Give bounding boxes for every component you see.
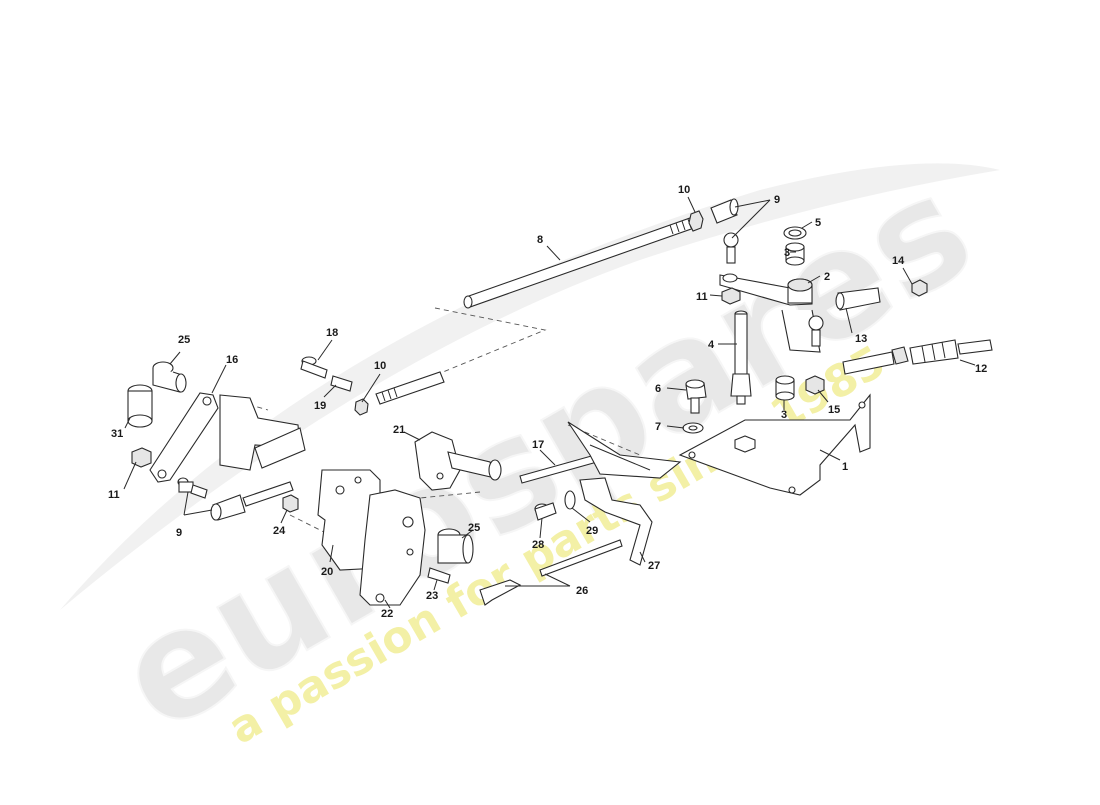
part-11-nut-upper: [721, 287, 741, 305]
callout-23: 23: [426, 590, 438, 602]
part-15-nut: [805, 375, 825, 395]
part-25-bush-left: [152, 361, 187, 393]
callout-25-left: 25: [178, 334, 190, 346]
part-22-plate: [359, 489, 426, 606]
part-3-bush-top: [785, 242, 805, 266]
callout-5: 5: [815, 217, 821, 229]
callout-26: 26: [576, 585, 588, 597]
callout-31: 31: [111, 428, 123, 440]
callout-21: 21: [393, 424, 405, 436]
part-1-base-plate: [678, 393, 871, 496]
part-11-nut-left: [131, 447, 152, 468]
callout-20: 20: [321, 566, 333, 578]
callout-6: 6: [655, 383, 661, 395]
part-29-washer: [564, 490, 576, 510]
callout-10-mid: 10: [374, 360, 386, 372]
part-13-adjuster: [835, 287, 881, 311]
callout-17: 17: [532, 439, 544, 451]
watermark: eurospares a passion for parts since 198…: [60, 140, 1000, 767]
part-9-ball-joint-a: [723, 232, 739, 264]
part-14-nut: [911, 279, 928, 297]
part-12-cable: [842, 339, 993, 375]
callout-9-top: 9: [774, 194, 780, 206]
callout-labels: 1 2 3 3 4 5 6 7 8 9 9 10 10 11 11 12 13 …: [108, 184, 987, 620]
part-27-bracket: [579, 477, 653, 566]
callout-12: 12: [975, 363, 987, 375]
callout-11-left: 11: [108, 489, 120, 501]
part-9-sleeve-left: [210, 481, 294, 521]
part-9-ball-joint-c: [177, 477, 208, 499]
part-3-bush-lower: [775, 375, 795, 401]
part-10-nut-mid: [354, 398, 369, 416]
callout-10-top: 10: [678, 184, 690, 196]
callout-9-left: 9: [176, 527, 182, 539]
callout-16: 16: [226, 354, 238, 366]
part-16-link: [149, 392, 219, 483]
callout-25-right: 25: [468, 522, 480, 534]
part-21-bracket: [414, 431, 502, 491]
leader-lines: [123, 196, 976, 609]
part-23-bolt: [427, 567, 451, 584]
part-28-bolt: [534, 502, 557, 521]
part-4-stud: [730, 310, 752, 405]
callout-7: 7: [655, 421, 661, 433]
callout-27: 27: [648, 560, 660, 572]
callout-1: 1: [842, 461, 848, 473]
part-9-sleeve-top: [710, 198, 739, 224]
callout-8: 8: [537, 234, 543, 246]
part-rod-short: [375, 371, 445, 405]
part-10-nut-top: [688, 210, 704, 232]
callout-3-top: 3: [784, 247, 790, 259]
callout-3-lower: 3: [781, 409, 787, 421]
callout-13: 13: [855, 333, 867, 345]
callout-2: 2: [824, 271, 830, 283]
part-19-bolt: [330, 375, 353, 392]
part-6-bolt: [685, 379, 707, 414]
part-7-washer: [682, 422, 704, 434]
part-31-bush: [127, 384, 153, 428]
part-25-bush-right: [437, 528, 474, 564]
callout-4: 4: [708, 339, 715, 351]
cross-shaft-bracket: [219, 394, 306, 471]
callout-24: 24: [273, 525, 286, 537]
callout-22: 22: [381, 608, 393, 620]
part-18-bolt: [300, 356, 328, 379]
callout-15: 15: [828, 404, 840, 416]
callout-29: 29: [586, 525, 598, 537]
gearbox-housing-outline: [567, 421, 682, 479]
part-9-ball-joint-b: [808, 315, 824, 347]
callout-14: 14: [892, 255, 905, 267]
callout-18: 18: [326, 327, 338, 339]
part-5-circlip: [783, 226, 807, 240]
callout-19: 19: [314, 400, 326, 412]
part-24-nut: [282, 494, 299, 513]
callout-11-upper: 11: [696, 291, 708, 303]
callout-28: 28: [532, 539, 544, 551]
